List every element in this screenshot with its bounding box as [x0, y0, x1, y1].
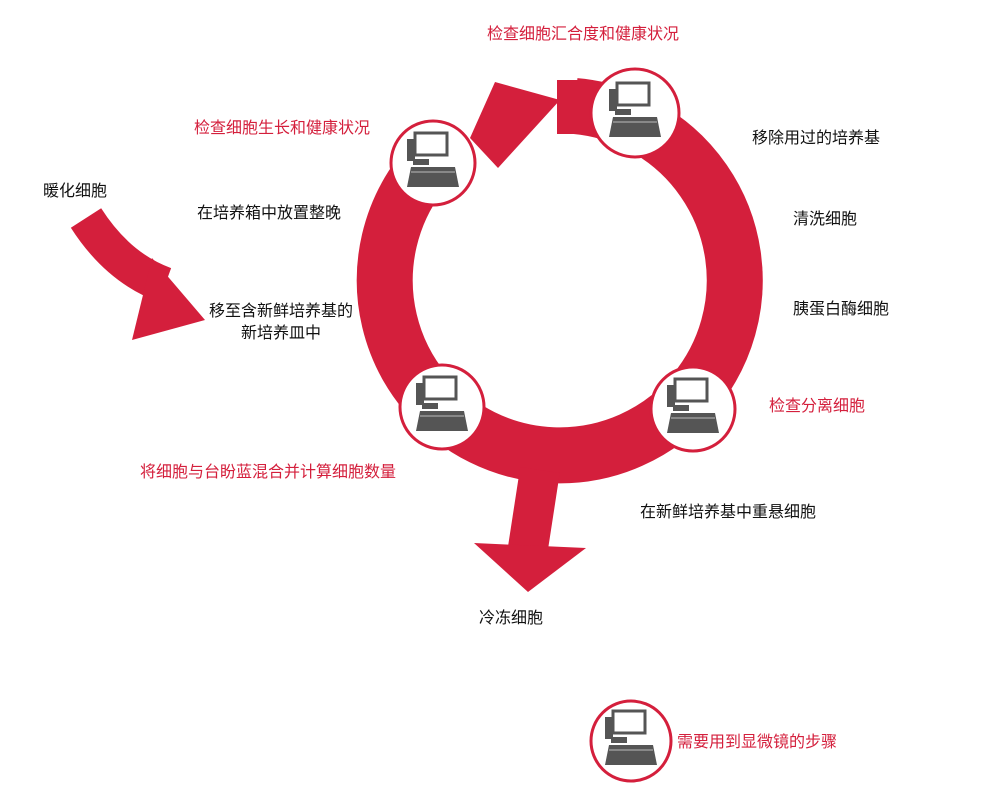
- microscope-node-trypan-count: [398, 363, 486, 451]
- label-resuspend-cells: 在新鲜培养基中重悬细胞: [640, 502, 817, 521]
- label-move-to-fresh-line1: 移至含新鲜培养基的: [208, 301, 353, 320]
- legend-microscope-node: [589, 699, 673, 783]
- label-check-detached-cells: 检查分离细胞: [769, 396, 866, 415]
- cycle-gap-block: [557, 80, 593, 134]
- label-check-growth-health: 检查细胞生长和健康状况: [194, 118, 371, 137]
- legend-text: 需要用到显微镜的步骤: [677, 732, 838, 751]
- label-incubate-overnight: 在培养箱中放置整晚: [197, 203, 342, 222]
- label-trypsinize-cells: 胰蛋白酶细胞: [793, 299, 890, 318]
- warm-cells-arrowhead: [132, 258, 205, 340]
- cycle-arrowhead: [470, 82, 560, 168]
- microscope-node-check-confluence: [589, 67, 681, 159]
- label-warm-cells: 暖化细胞: [43, 181, 108, 200]
- label-check-confluence-health: 检查细胞汇合度和健康状况: [487, 24, 680, 43]
- label-move-to-fresh-dish: 移至含新鲜培养基的 新培养皿中: [196, 300, 366, 344]
- label-trypan-blue-count: 将细胞与台盼蓝混合并计算细胞数量: [140, 462, 397, 481]
- cycle-arc: [356, 78, 763, 484]
- label-wash-cells: 清洗细胞: [793, 209, 858, 228]
- label-freeze-cells: 冷冻细胞: [479, 608, 544, 627]
- microscope-node-check-detached: [649, 365, 737, 453]
- freeze-cells-arrow: [508, 466, 560, 552]
- microscope-node-check-growth: [389, 119, 477, 207]
- label-remove-used-medium: 移除用过的培养基: [752, 128, 881, 147]
- label-move-to-fresh-line2: 新培养皿中: [240, 323, 321, 342]
- freeze-cells-arrowhead: [474, 543, 586, 592]
